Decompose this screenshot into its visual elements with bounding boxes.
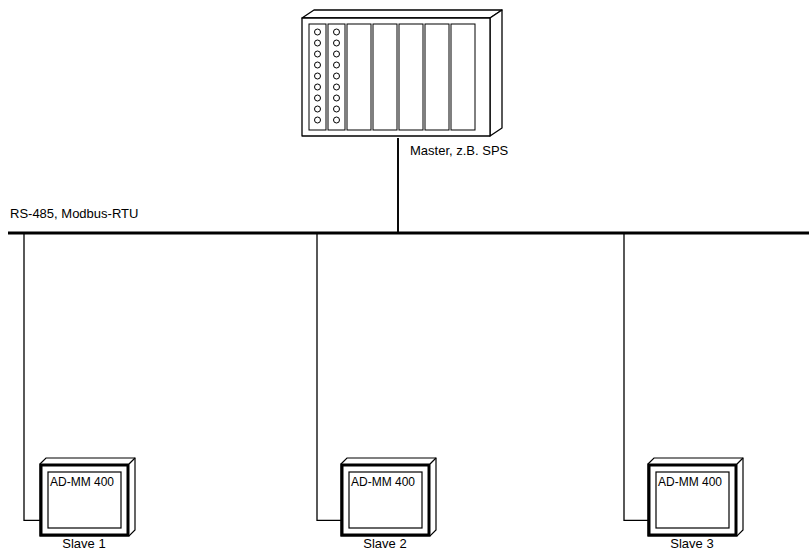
led-indicator	[315, 51, 321, 57]
rack-slot	[373, 24, 397, 130]
bus-label: RS-485, Modbus-RTU	[10, 206, 138, 221]
rack-top	[302, 10, 502, 18]
led-indicator	[315, 117, 321, 123]
meter-slave: AD-MM 400Slave 1	[40, 458, 136, 536]
meter-face	[349, 472, 422, 528]
led-indicator	[315, 95, 321, 101]
led-indicator	[334, 73, 340, 79]
meter-illustration	[40, 458, 136, 536]
meter-edge	[129, 458, 135, 464]
device-name: AD-MM 400	[351, 476, 415, 490]
device-label: Slave 2	[363, 537, 406, 551]
led-indicator	[334, 51, 340, 57]
meter-bezel	[41, 465, 128, 535]
plc-master: Master, z.B. SPS	[300, 8, 505, 138]
led-indicator	[315, 29, 321, 35]
meter-illustration	[341, 458, 437, 536]
meter-face	[48, 472, 121, 528]
meter-illustration	[648, 458, 744, 536]
meter-slave: AD-MM 400Slave 2	[341, 458, 437, 536]
device-label: Master, z.B. SPS	[410, 144, 508, 159]
meter-edge	[737, 458, 743, 464]
meter-housing	[40, 458, 135, 536]
rack-slot	[425, 24, 449, 130]
led-indicator	[315, 62, 321, 68]
rack-side	[490, 10, 502, 136]
led-indicator	[315, 84, 321, 90]
meter-bezel	[649, 465, 736, 535]
led-indicator	[315, 73, 321, 79]
led-indicator	[334, 106, 340, 112]
plc-illustration	[300, 8, 505, 138]
meter-slave: AD-MM 400Slave 3	[648, 458, 744, 536]
rack-front	[302, 18, 490, 136]
rack-slot	[399, 24, 423, 130]
led-indicator	[334, 84, 340, 90]
led-indicator	[334, 95, 340, 101]
led-indicator	[334, 117, 340, 123]
meter-bezel	[342, 465, 429, 535]
led-indicator	[315, 40, 321, 46]
meter-housing	[648, 458, 743, 536]
device-name: AD-MM 400	[50, 476, 114, 490]
led-indicator	[315, 106, 321, 112]
led-indicator	[334, 40, 340, 46]
rack-slot	[347, 24, 371, 130]
meter-edge	[430, 458, 436, 464]
meter-face	[656, 472, 729, 528]
device-label: Slave 1	[62, 537, 105, 551]
meter-housing	[341, 458, 436, 536]
rack-slot	[328, 24, 345, 130]
rack-slot	[309, 24, 326, 130]
device-label: Slave 3	[670, 537, 713, 551]
rack-slot	[451, 24, 475, 130]
led-indicator	[334, 29, 340, 35]
device-name: AD-MM 400	[658, 476, 722, 490]
led-indicator	[334, 62, 340, 68]
